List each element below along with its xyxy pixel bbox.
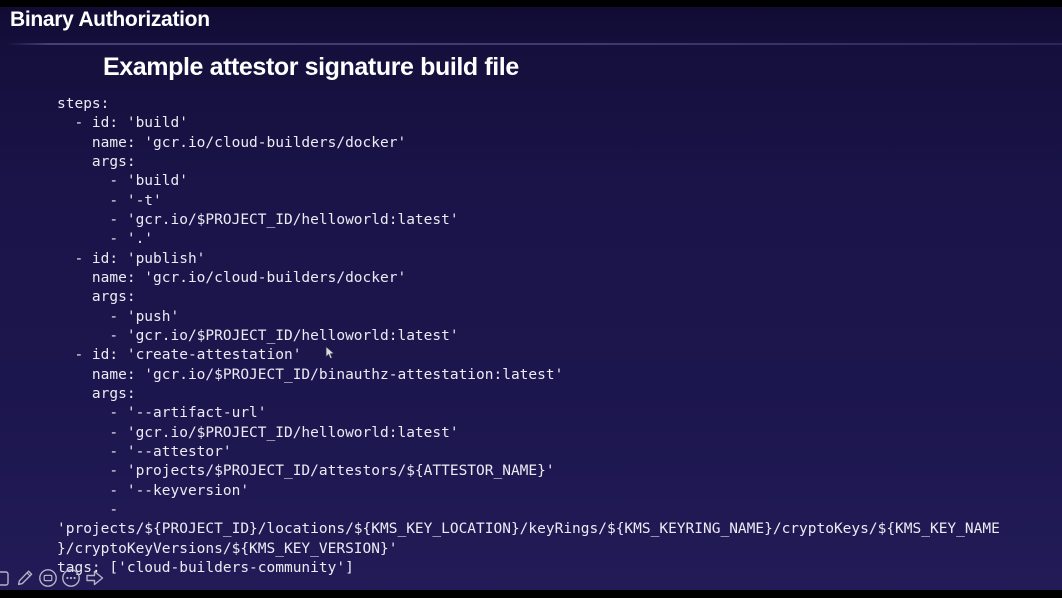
pencil-icon[interactable]	[15, 568, 35, 588]
presenter-toolbar	[0, 566, 106, 590]
slide-title: Example attestor signature build file	[103, 53, 519, 81]
yaml-code-block: steps: - id: 'build' name: 'gcr.io/cloud…	[57, 96, 1000, 576]
slide-icon[interactable]	[38, 568, 58, 588]
more-options-icon[interactable]	[61, 568, 81, 588]
letterbox-bottom	[0, 590, 1062, 598]
letterbox-top	[0, 0, 1062, 7]
header-divider	[6, 43, 1062, 45]
slide-canvas: Binary Authorization Example attestor si…	[0, 7, 1062, 590]
frame-icon[interactable]	[0, 568, 12, 588]
section-kicker: Binary Authorization	[10, 8, 210, 31]
mouse-cursor-icon	[325, 346, 335, 360]
next-arrow-icon[interactable]	[84, 568, 106, 588]
